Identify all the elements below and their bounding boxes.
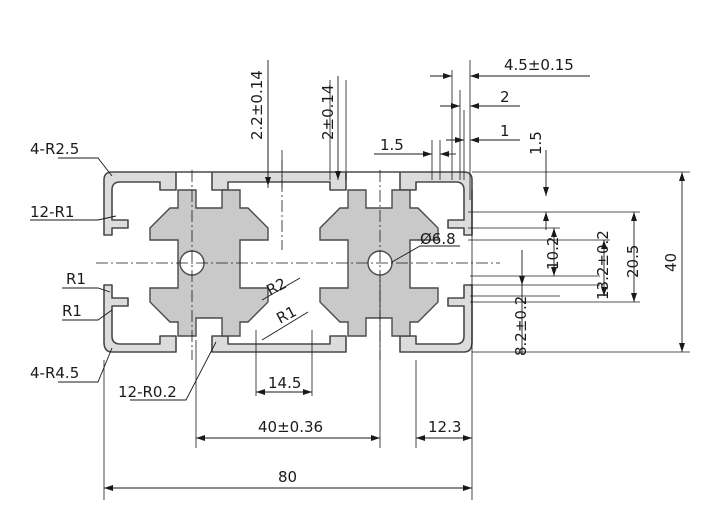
- profile-web: [103, 171, 473, 353]
- profile-body: [103, 171, 177, 236]
- dimension-texts: 4-R2.5 12-R1 R1 R1 4-R4.5 12-R0.2 R2 R1 …: [30, 56, 680, 486]
- label-top-45: 4.5±0.15: [504, 56, 574, 74]
- label-slot-depth-a: 2.2±0.14: [248, 70, 266, 140]
- left-core: [149, 189, 269, 337]
- label-r1-a: R1: [66, 270, 86, 288]
- label-dim-123: 12.3: [428, 418, 461, 436]
- leader-lines: [30, 157, 460, 401]
- label-dim-82: 8.2±0.2: [512, 296, 530, 356]
- label-r-corner-top: 4-R2.5: [30, 140, 79, 158]
- label-dim-205: 20.5: [624, 245, 642, 278]
- label-r1-c: R1: [273, 302, 299, 327]
- label-top-1: 1: [500, 122, 510, 140]
- label-dim-40v: 40: [662, 253, 680, 272]
- label-dim-102: 10.2: [544, 237, 562, 270]
- label-slot-depth-b: 2±0.14: [319, 84, 337, 140]
- label-r-inner-top: 12-R1: [30, 203, 74, 221]
- label-top-2: 2: [500, 88, 510, 106]
- profile-section: [103, 171, 473, 353]
- label-dim-80: 80: [278, 468, 297, 486]
- label-dim-40h: 40±0.36: [258, 418, 323, 436]
- label-r-corner-bottom: 4-R4.5: [30, 364, 79, 382]
- extension-lines: [103, 60, 690, 500]
- label-r1-b: R1: [62, 302, 82, 320]
- dimension-lines: [104, 60, 685, 491]
- label-wall-15: 1.5: [380, 136, 404, 154]
- label-dim-145: 14.5: [268, 374, 301, 392]
- label-hole: Ø6.8: [420, 230, 456, 248]
- label-dim-132: 13.2±0.2: [594, 230, 612, 300]
- label-top-15v: 1.5: [527, 131, 545, 155]
- center-lines: [96, 160, 500, 360]
- label-r-fillet: 12-R0.2: [118, 383, 177, 401]
